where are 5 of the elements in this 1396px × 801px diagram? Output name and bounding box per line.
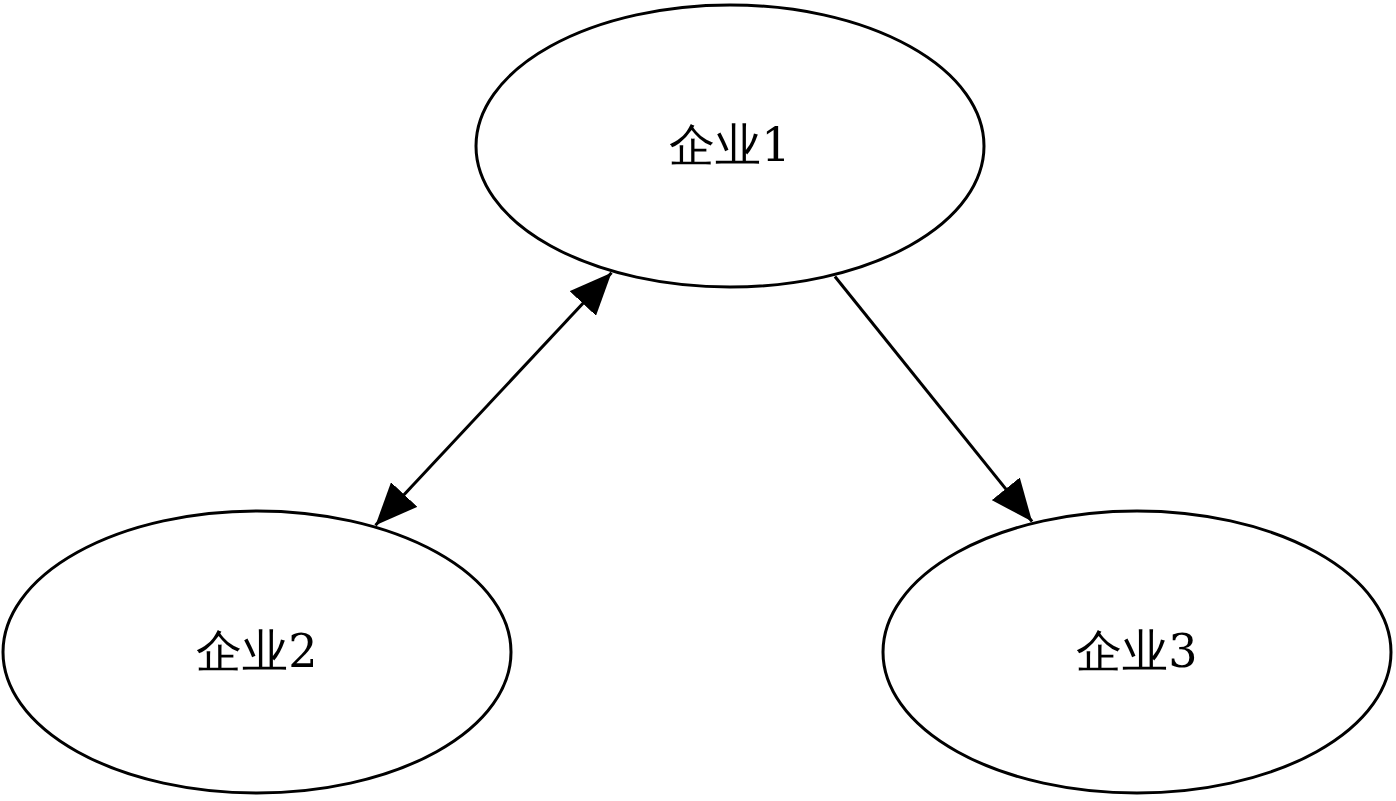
ellipse-node: 企业3 [881,509,1393,795]
ellipse-node: 企业2 [1,509,513,795]
arrow [374,271,613,527]
arrow [833,275,1034,523]
ellipse-node: 企业1 [474,3,986,289]
